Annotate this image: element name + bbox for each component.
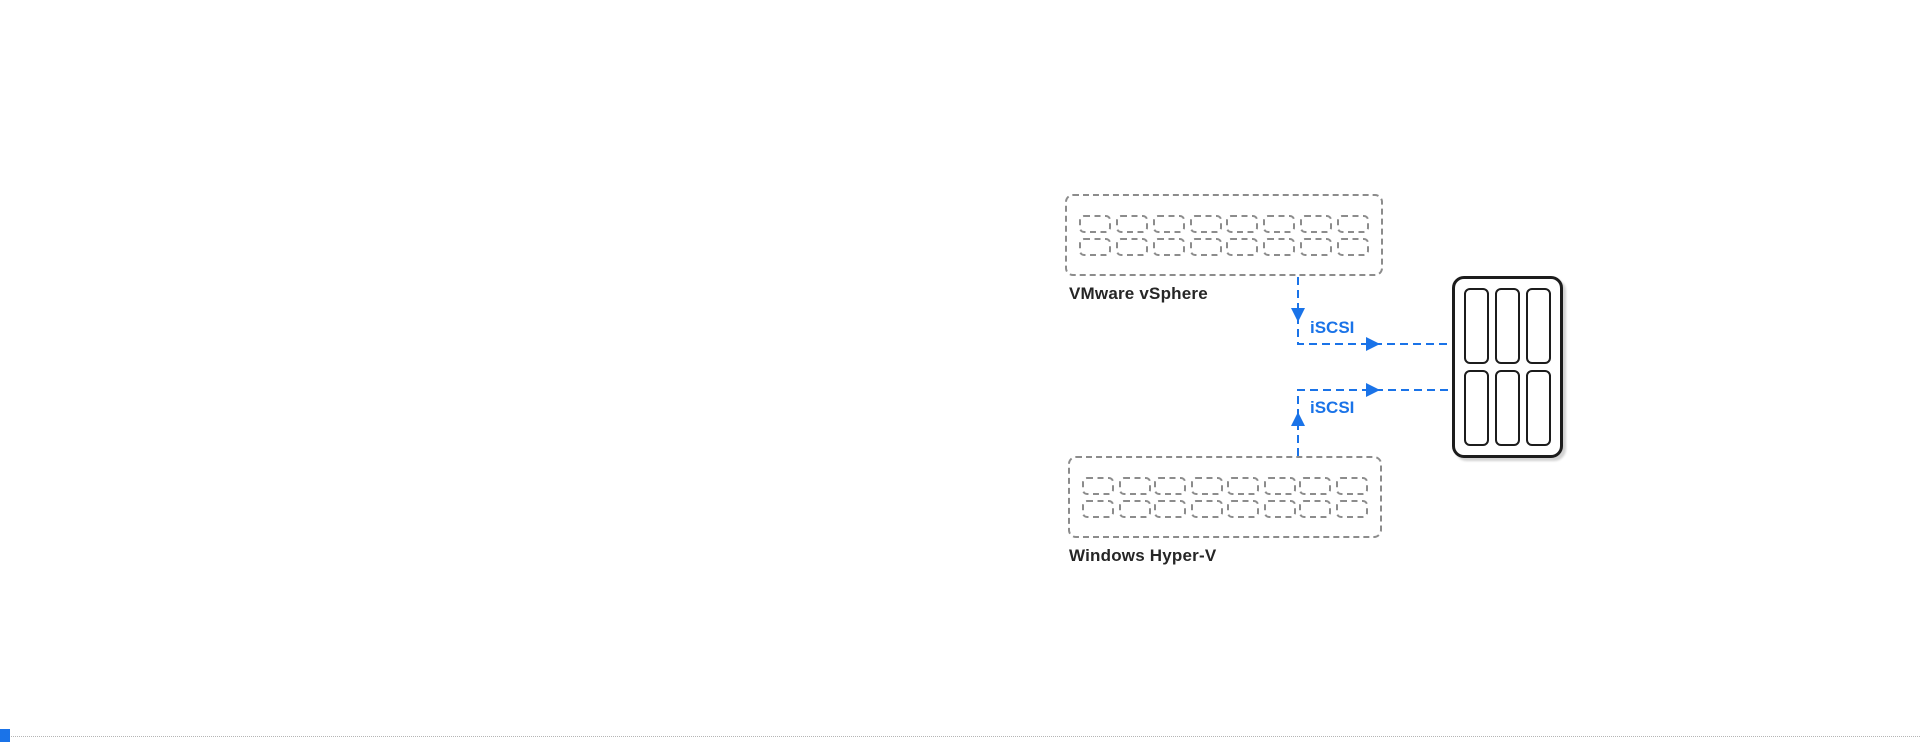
server-slot xyxy=(1299,214,1332,233)
server-slot xyxy=(1336,476,1369,495)
storage-array[interactable] xyxy=(1452,276,1563,458)
server-node xyxy=(1079,214,1149,256)
server-slot xyxy=(1116,237,1149,256)
arrow-right-icon xyxy=(1366,383,1380,397)
arrow-down-icon xyxy=(1291,308,1305,322)
drive-bay xyxy=(1526,288,1551,364)
vmware-vsphere-label: VMware vSphere xyxy=(1069,284,1208,303)
server-slot xyxy=(1079,237,1112,256)
server-slot xyxy=(1152,214,1185,233)
server-slot xyxy=(1081,476,1114,495)
server-slot xyxy=(1263,499,1296,518)
server-slot xyxy=(1336,499,1369,518)
drive-bay xyxy=(1464,288,1489,364)
server-slot xyxy=(1263,237,1296,256)
server-node xyxy=(1081,476,1151,518)
server-slot xyxy=(1226,499,1259,518)
server-slot xyxy=(1336,214,1369,233)
server-slot xyxy=(1154,476,1187,495)
server-node xyxy=(1226,476,1296,518)
vmware-vsphere-cluster[interactable] xyxy=(1065,194,1383,276)
server-slot xyxy=(1299,237,1332,256)
iscsi-label-hyperv: iSCSI xyxy=(1310,398,1355,417)
server-slot xyxy=(1226,237,1259,256)
server-node xyxy=(1299,214,1369,256)
server-slot xyxy=(1081,499,1114,518)
server-slot xyxy=(1189,237,1222,256)
server-slot xyxy=(1118,476,1151,495)
server-node xyxy=(1154,476,1224,518)
server-slot xyxy=(1226,214,1259,233)
iscsi-label-vsphere: iSCSI xyxy=(1310,318,1355,337)
server-slot xyxy=(1116,214,1149,233)
server-slot xyxy=(1152,237,1185,256)
drive-bay xyxy=(1495,370,1520,446)
server-slot xyxy=(1263,476,1296,495)
page-boundary-line xyxy=(0,736,1920,737)
server-node xyxy=(1152,214,1222,256)
server-slot xyxy=(1189,214,1222,233)
arrow-up-icon xyxy=(1291,412,1305,426)
server-slot xyxy=(1299,476,1332,495)
server-slot xyxy=(1079,214,1112,233)
server-node xyxy=(1226,214,1296,256)
page-marker xyxy=(0,729,10,742)
server-slot xyxy=(1154,499,1187,518)
windows-hyperv-label: Windows Hyper-V xyxy=(1069,546,1217,565)
server-slot xyxy=(1118,499,1151,518)
server-slot xyxy=(1226,476,1259,495)
drive-bay xyxy=(1526,370,1551,446)
server-node xyxy=(1299,476,1369,518)
server-slot xyxy=(1263,214,1296,233)
windows-hyperv-cluster[interactable] xyxy=(1068,456,1382,538)
drive-bay xyxy=(1464,370,1489,446)
server-slot xyxy=(1336,237,1369,256)
arrow-right-icon xyxy=(1366,337,1380,351)
server-slot xyxy=(1191,476,1224,495)
server-slot xyxy=(1191,499,1224,518)
server-slot xyxy=(1299,499,1332,518)
drive-bay xyxy=(1495,288,1520,364)
